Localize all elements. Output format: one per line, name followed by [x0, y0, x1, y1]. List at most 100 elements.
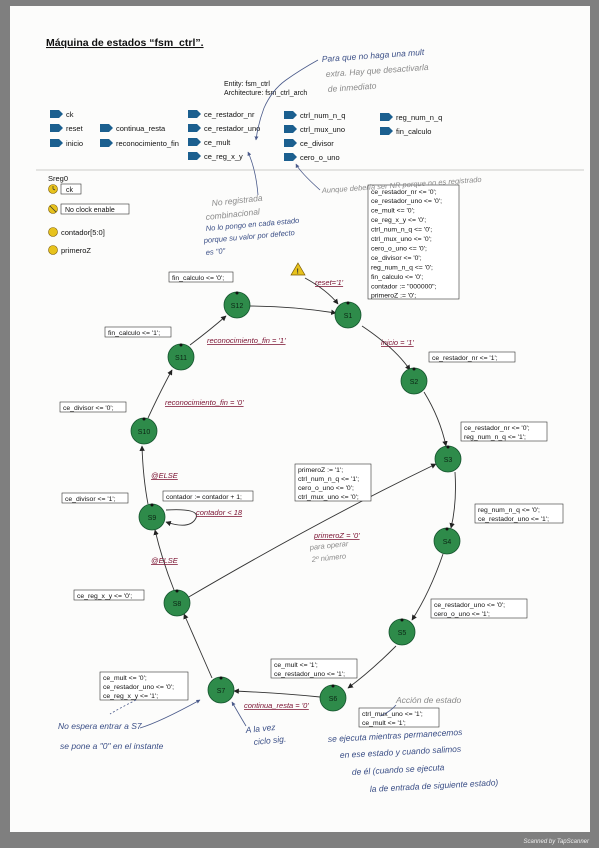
label-continua-resta-0: continua_resta = '0': [244, 701, 309, 710]
label-reset: reset='1': [315, 278, 344, 287]
action-box-s5: [430, 598, 528, 619]
state-s4-label: S4: [443, 539, 452, 546]
action-s6-top-line: ce_restador_uno <= '1';: [274, 671, 345, 678]
variable-contador: contador[5:0]: [61, 228, 105, 237]
action-box-s2: [428, 351, 516, 363]
action-s12-line: fin_calculo <= '0';: [172, 275, 224, 282]
action-s7-line: ce_reg_x_y <= '1';: [103, 693, 158, 700]
note-se-ejecuta-line: de él (cuando se ejecuta: [352, 762, 445, 777]
entity-label: Entity: fsm_ctrl: [224, 81, 270, 88]
transition-s3-to-s4: [449, 471, 456, 529]
action-s8-line: ce_reg_x_y <= '0';: [77, 593, 132, 600]
action-s3-line: reg_num_n_q <= '1';: [464, 434, 526, 441]
action-box-s6-bottom: [358, 707, 440, 728]
state-s4: S4: [433, 527, 461, 555]
clock-box: [60, 183, 82, 195]
action-s1-line: ctrl_mux_uno <= '0';: [371, 236, 432, 243]
label-contador-lt-18: contador < 18: [196, 508, 243, 517]
pen-arrow-accion: [379, 704, 397, 717]
state-s2-label: S2: [410, 379, 419, 386]
state-s1: S1: [334, 301, 362, 329]
note-para-operar-line: para operar: [308, 539, 349, 552]
note-no-espera-line: No espera entrar a S7: [58, 721, 142, 731]
input-port-icon: [50, 110, 63, 118]
note-se-ejecuta-line: se ejecuta mientras permanecemos: [328, 727, 464, 744]
port-continua-resta: continua_resta: [116, 124, 166, 133]
action-s10-line: ce_divisor <= '0';: [63, 405, 114, 412]
action-s9-self-line: contador := contador + 1;: [166, 494, 242, 501]
reset-warning-icon: !: [290, 262, 306, 276]
note-a-la-vez-line: ciclo sig.: [253, 734, 286, 747]
variable-primeroz: primeroZ: [61, 246, 91, 255]
output-port-icon: [188, 152, 201, 160]
action-s1-line: reg_num_n_q <= '0';: [371, 265, 433, 272]
action-boxes: ce_restador_nr <= '0'; ce_restador_uno <…: [59, 184, 564, 728]
note-no-pongo-line: es "0": [205, 246, 226, 257]
state-s8: S8: [163, 589, 191, 617]
output-port-icon: [188, 124, 201, 132]
state-s3-label: S3: [444, 457, 453, 464]
note-no-registrada-line: No registrada: [211, 193, 263, 208]
output-port-icon: [188, 138, 201, 146]
label-else-1: @ELSE: [151, 471, 179, 480]
action-box-s11: [104, 326, 172, 338]
pen-arrow-para-que: [254, 59, 319, 141]
action-s1-line: contador := "000000";: [371, 284, 437, 291]
port-ctrl-mux-uno: ctrl_mux_uno: [300, 125, 345, 134]
action-s3-line: ce_restador_nr <= '0';: [464, 425, 530, 432]
port-inicio: inicio: [66, 139, 83, 148]
port-ce-reg-x-y: ce_reg_x_y: [204, 152, 243, 161]
transition-s9-to-s10: [139, 445, 149, 505]
transition-reset-to-s1: [304, 277, 339, 305]
pen-arrow-a-la-vez: [231, 701, 247, 727]
transition-s1-to-s2: [361, 325, 411, 371]
pen-arrow-no-registrada: [247, 151, 259, 196]
scanner-footer: Scanned by TapScanner: [523, 839, 590, 845]
action-box-s7: [99, 671, 189, 701]
note-para-que-line: Para que no haga una mult: [321, 47, 425, 64]
input-port-icon: [100, 124, 113, 132]
transition-s8-to-s3: [186, 463, 437, 599]
states: S1 S2 S3 S4 S5 S6 S7 S8 S9 S10 S11 S12: [130, 291, 462, 712]
pen-strokes: [109, 59, 397, 729]
state-s6-label: S6: [329, 696, 338, 703]
action-s1-line: primeroZ := '0';: [371, 293, 416, 300]
input-port-icon: [50, 139, 63, 147]
clock-enable-label: No clock enable: [65, 207, 115, 214]
action-s6-bottom-line: ctrl_mux_uno <= '1';: [362, 711, 423, 718]
variable-icon: [48, 227, 58, 237]
output-port-icon: [284, 125, 297, 133]
label-reconocimiento-fin-1: reconocimiento_fin = '1': [207, 336, 286, 345]
action-box-s8: [73, 589, 145, 601]
transition-s9-self: [165, 509, 197, 527]
transition-s2-to-s3: [423, 391, 448, 447]
state-s11: S11: [167, 343, 195, 371]
transition-s10-to-s11: [147, 369, 173, 419]
state-s12-label: S12: [231, 303, 244, 310]
svg-text:!: !: [297, 269, 299, 276]
action-s1-line: ce_reg_x_y <= '0';: [371, 217, 426, 224]
output-port-icon: [380, 113, 393, 121]
port-ctrl-num-n-q: ctrl_num_n_q: [300, 111, 345, 120]
action-box-s4: [474, 503, 564, 524]
action-s4-line: ce_restador_uno <= '1';: [478, 516, 549, 523]
output-port-icon: [284, 139, 297, 147]
state-s5-label: S5: [398, 630, 407, 637]
port-ce-restador-nr: ce_restador_nr: [204, 110, 255, 119]
action-s1-line: cero_o_uno <= '0';: [371, 246, 427, 253]
action-s9-line: ce_divisor <= '1';: [65, 496, 116, 503]
action-s8-s3-line: ctrl_mux_uno <= '0';: [298, 494, 359, 501]
transition-s4-to-s5: [411, 553, 444, 621]
state-s3: S3: [434, 445, 462, 473]
action-s7-line: ce_restador_uno <= '0';: [103, 684, 174, 691]
action-s6-top-line: ce_mult <= '1';: [274, 662, 318, 669]
state-s12: S12: [223, 291, 251, 319]
state-s5: S5: [388, 618, 416, 646]
action-s1-line: ctrl_num_n_q <= '0';: [371, 227, 432, 234]
action-s1-line: ce_restador_uno <= '0';: [371, 198, 442, 205]
transition-s6-to-s7: [233, 688, 321, 698]
note-para-operar-line: 2º número: [310, 551, 346, 564]
clock-signal: ck: [66, 187, 74, 194]
action-s2-line: ce_restador_nr <= '1';: [432, 355, 498, 362]
state-s10-label: S10: [138, 429, 151, 436]
